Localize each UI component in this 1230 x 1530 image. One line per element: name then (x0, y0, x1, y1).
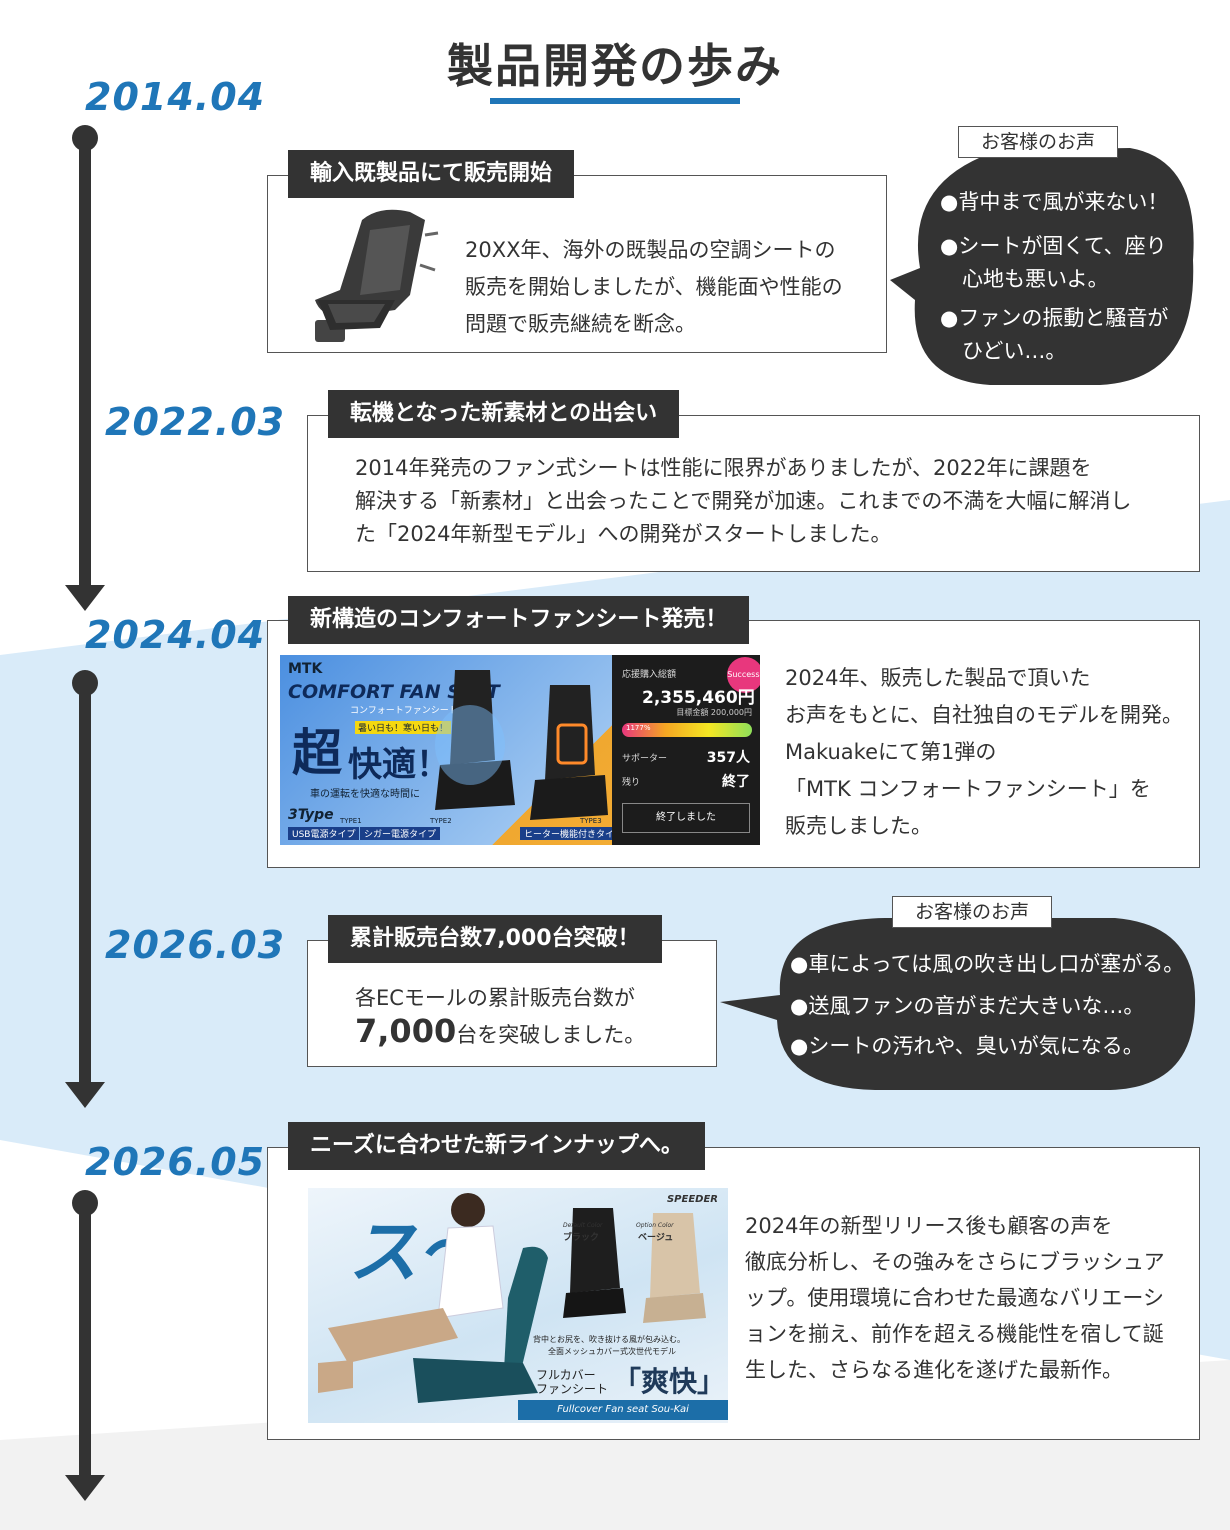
voice-bubble-1-shape (890, 148, 1194, 385)
seat-illustration (435, 670, 608, 820)
timeline-line (79, 1205, 91, 1480)
voice-1-item: ひどい…。 (962, 339, 1067, 363)
speeder-banner-image: ス〜 SPEEDER Default Color ブラック Option Col… (308, 1188, 728, 1423)
progress-bar (622, 723, 752, 737)
year-2014: 2014.04 (85, 75, 266, 119)
milestone-2014-label: 輸入既製品にて販売開始 (288, 150, 575, 198)
milestone-2024-text: 2024年、販売した製品で頂いた お声をもとに、自社独自のモデルを開発。 Mak… (785, 666, 1183, 838)
timeline-arrow (65, 1082, 105, 1108)
seat-cover-image (315, 209, 439, 342)
voice-1-item: ●ファンの振動と騒音が (940, 306, 1169, 330)
timeline-arrow (65, 1475, 105, 1501)
year-2026-03: 2026.03 (105, 923, 286, 967)
milestone-2026-05-text: 2024年の新型リリース後も顧客の声を 徹底分析し、その強みをさらにブラッシュア… (745, 1214, 1165, 1382)
milestone-2026-05-label: ニーズに合わせた新ラインナップへ。 (288, 1122, 705, 1170)
milestone-2014-text: 20XX年、海外の既製品の空調シートの 販売を開始しましたが、機能面や性能の 問… (465, 238, 843, 336)
year-2022: 2022.03 (105, 400, 286, 444)
voice-2-item: ●シートの汚れや、臭いが気になる。 (790, 1034, 1144, 1058)
voice-2-item: ●送風ファンの音がまだ大きいな…。 (790, 994, 1145, 1018)
timeline-line (79, 685, 91, 1085)
milestone-2022-box (307, 415, 1200, 572)
page-title: 製品開発の歩み (447, 39, 783, 93)
milestone-2026-03-text: 各ECモールの累計販売台数が (355, 986, 635, 1010)
person-on-seat-illustration (318, 1193, 706, 1403)
milestone-2022-text: 2014年発売のファン式シートは性能に限界がありましたが、2022年に課題を 解… (355, 456, 1132, 546)
voice-1-item: ●シートが固くて、座り (940, 234, 1167, 258)
voice-bubble-1-tag: お客様のお声 (958, 126, 1118, 158)
year-2024: 2024.04 (85, 613, 266, 657)
mtk-banner-image: MTK COMFORT FAN SEAT コンフォートファンシート 暑い日も！寒… (280, 655, 760, 845)
voice-bubble-2-tag: お客様のお声 (892, 896, 1052, 928)
milestone-2026-03-label: 累計販売台数7,000台突破！ (328, 915, 662, 963)
milestone-2022-label: 転機となった新素材との出会い (328, 390, 680, 438)
milestone-2024-label: 新構造のコンフォートファンシート発売！ (288, 596, 750, 644)
voice-2-item: ●車によっては風の吹き出し口が塞がる。 (790, 952, 1185, 976)
milestone-2026-03-count: 7,000台を突破しました。 (355, 1012, 646, 1050)
timeline-line (79, 140, 91, 590)
timeline-arrow (65, 585, 105, 611)
voice-bubble-2-shape (720, 918, 1196, 1090)
ended-button: 終了しました (622, 803, 750, 833)
voice-1-item: ●背中まで風が来ない！ (940, 190, 1169, 214)
voice-1-item: 心地も悪いよ。 (962, 267, 1109, 291)
makuake-panel: Success! 応援購入総額 2,355,460円 目標金額 200,000円… (612, 655, 760, 845)
title-underline (490, 98, 740, 104)
year-2026-05: 2026.05 (85, 1140, 266, 1184)
